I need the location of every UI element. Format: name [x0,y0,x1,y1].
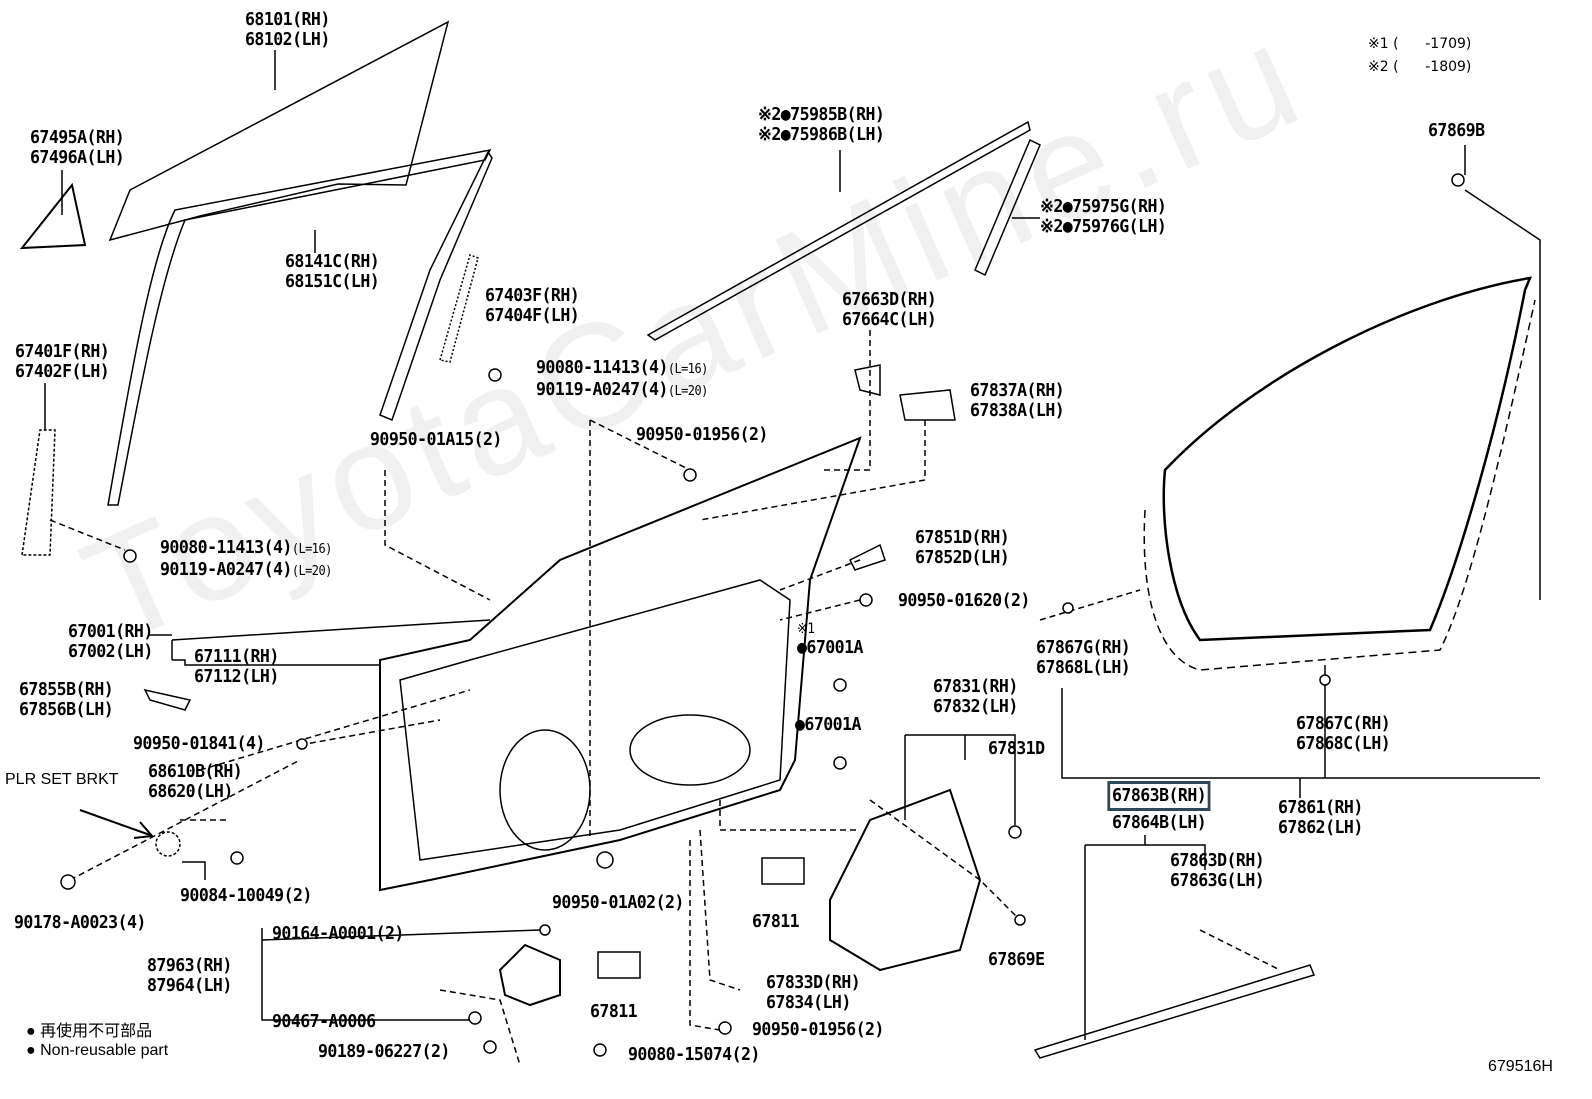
part-label[interactable]: 68610B(RH)68620(LH) [148,761,243,802]
part-label[interactable]: 67403F(RH)67404F(LH) [485,285,580,326]
pointer-arrow [79,809,154,839]
legend-en: ● Non-reusable part [26,1042,169,1059]
part-label[interactable]: 67831D [988,738,1045,759]
strip [439,254,479,363]
belt-moulding [646,120,1031,341]
part-label[interactable]: 67833D(RH)67834(LH) [766,972,861,1013]
fasteners [60,173,1465,1057]
part-label[interactable]: ●67001A [795,714,861,735]
non-reusable-dot-icon: ● [26,1023,36,1040]
part-label[interactable]: 90467-A0006 [272,1011,376,1032]
part-label[interactable]: 90950-01841(4) [133,733,265,754]
part-label[interactable]: 87963(RH)87964(LH) [147,955,232,996]
part-label[interactable]: 67837A(RH)67838A(LH) [970,380,1065,421]
part-label[interactable]: 90950-01620(2) [898,590,1030,611]
part-label[interactable]: 67401F(RH)67402F(LH) [15,341,110,382]
part-label[interactable]: 67869E [988,949,1045,970]
part-label[interactable]: 90189-06227(2) [318,1041,450,1062]
part-label[interactable]: 90080-15074(2) [628,1044,760,1065]
leader-lines [148,145,1541,1040]
part-label[interactable]: 67855B(RH)67856B(LH) [19,679,114,720]
part-label-highlighted[interactable]: 67863B(RH)67864B(LH) [1107,781,1211,833]
part-label[interactable]: 67831(RH)67832(LH) [933,676,1018,717]
note-1: ※1 ( -1709) [1368,36,1472,52]
lock-assembly [498,943,561,1007]
part-label[interactable]: 67867C(RH)67868C(LH) [1296,713,1391,754]
part-label[interactable]: 67001(RH)67002(LH) [68,621,153,662]
part-label[interactable]: 67863D(RH)67863G(LH) [1170,850,1265,891]
bracket [848,543,886,571]
dashed-guides [49,330,1281,1066]
door-glass [108,20,450,242]
diagram-id: 679516H [1488,1058,1553,1075]
plr-set-brkt-label: PLR SET BRKT [5,771,119,788]
part-label[interactable]: 90080-11413(4)(L=16)90119-A0247(4)(L=20) [160,537,332,580]
door-panel [379,436,862,892]
part-label[interactable]: 90950-01956(2) [752,1019,884,1040]
regulator-strip [21,429,56,556]
corner-piece [19,182,87,250]
part-label[interactable]: ※1●67001A [797,621,863,658]
part-label[interactable]: 67811 [752,911,800,932]
service-cover [829,788,982,972]
part-label[interactable]: 90950-01A15(2) [370,429,502,450]
part-label[interactable]: 68141C(RH)68151C(LH) [285,251,380,292]
pillar-garnish [974,138,1041,277]
part-label[interactable]: ※2●75985B(RH)※2●75986B(LH) [758,104,885,145]
lower-weatherstrip [1033,964,1316,1059]
part-label[interactable]: 90164-A0001(2) [272,923,404,944]
run-channel [107,148,492,506]
part-label[interactable]: 67495A(RH)67496A(LH) [30,127,125,168]
part-label[interactable]: 67663D(RH)67664C(LH) [842,289,937,330]
part-label[interactable]: 67867G(RH)67868L(LH) [1036,637,1131,678]
legend-ja: ● 再使用不可部品 [26,1023,153,1040]
non-reusable-dot-icon: ● [26,1042,36,1059]
part-label[interactable]: 67851D(RH)67852D(LH) [915,527,1010,568]
label-sheet [597,951,641,979]
part-label[interactable]: 68101(RH)68102(LH) [245,9,330,50]
run-channel-rear [379,150,493,421]
part-label[interactable]: 90084-10049(2) [180,885,312,906]
part-label[interactable]: 67811 [590,1001,638,1022]
part-label[interactable]: 90950-01956(2) [636,424,768,445]
part-label[interactable]: 67869B [1428,120,1485,141]
part-label[interactable]: 90080-11413(4)(L=16)90119-A0247(4)(L=20) [536,357,708,400]
door-weatherstrip [1162,276,1533,642]
label-sheet [761,857,805,885]
part-label[interactable]: 90178-A0023(4) [14,912,146,933]
part-label[interactable]: 67861(RH)67862(LH) [1278,797,1363,838]
part-label[interactable]: 90950-01A02(2) [552,892,684,913]
cover-bracket [854,364,881,396]
part-label[interactable]: ※2●75975G(RH)※2●75976G(LH) [1040,196,1167,237]
part-label[interactable]: 67111(RH)67112(LH) [194,646,279,687]
bracket [143,688,192,711]
hinge-bracket [899,389,956,421]
note-2: ※2 ( -1809) [1368,59,1472,75]
